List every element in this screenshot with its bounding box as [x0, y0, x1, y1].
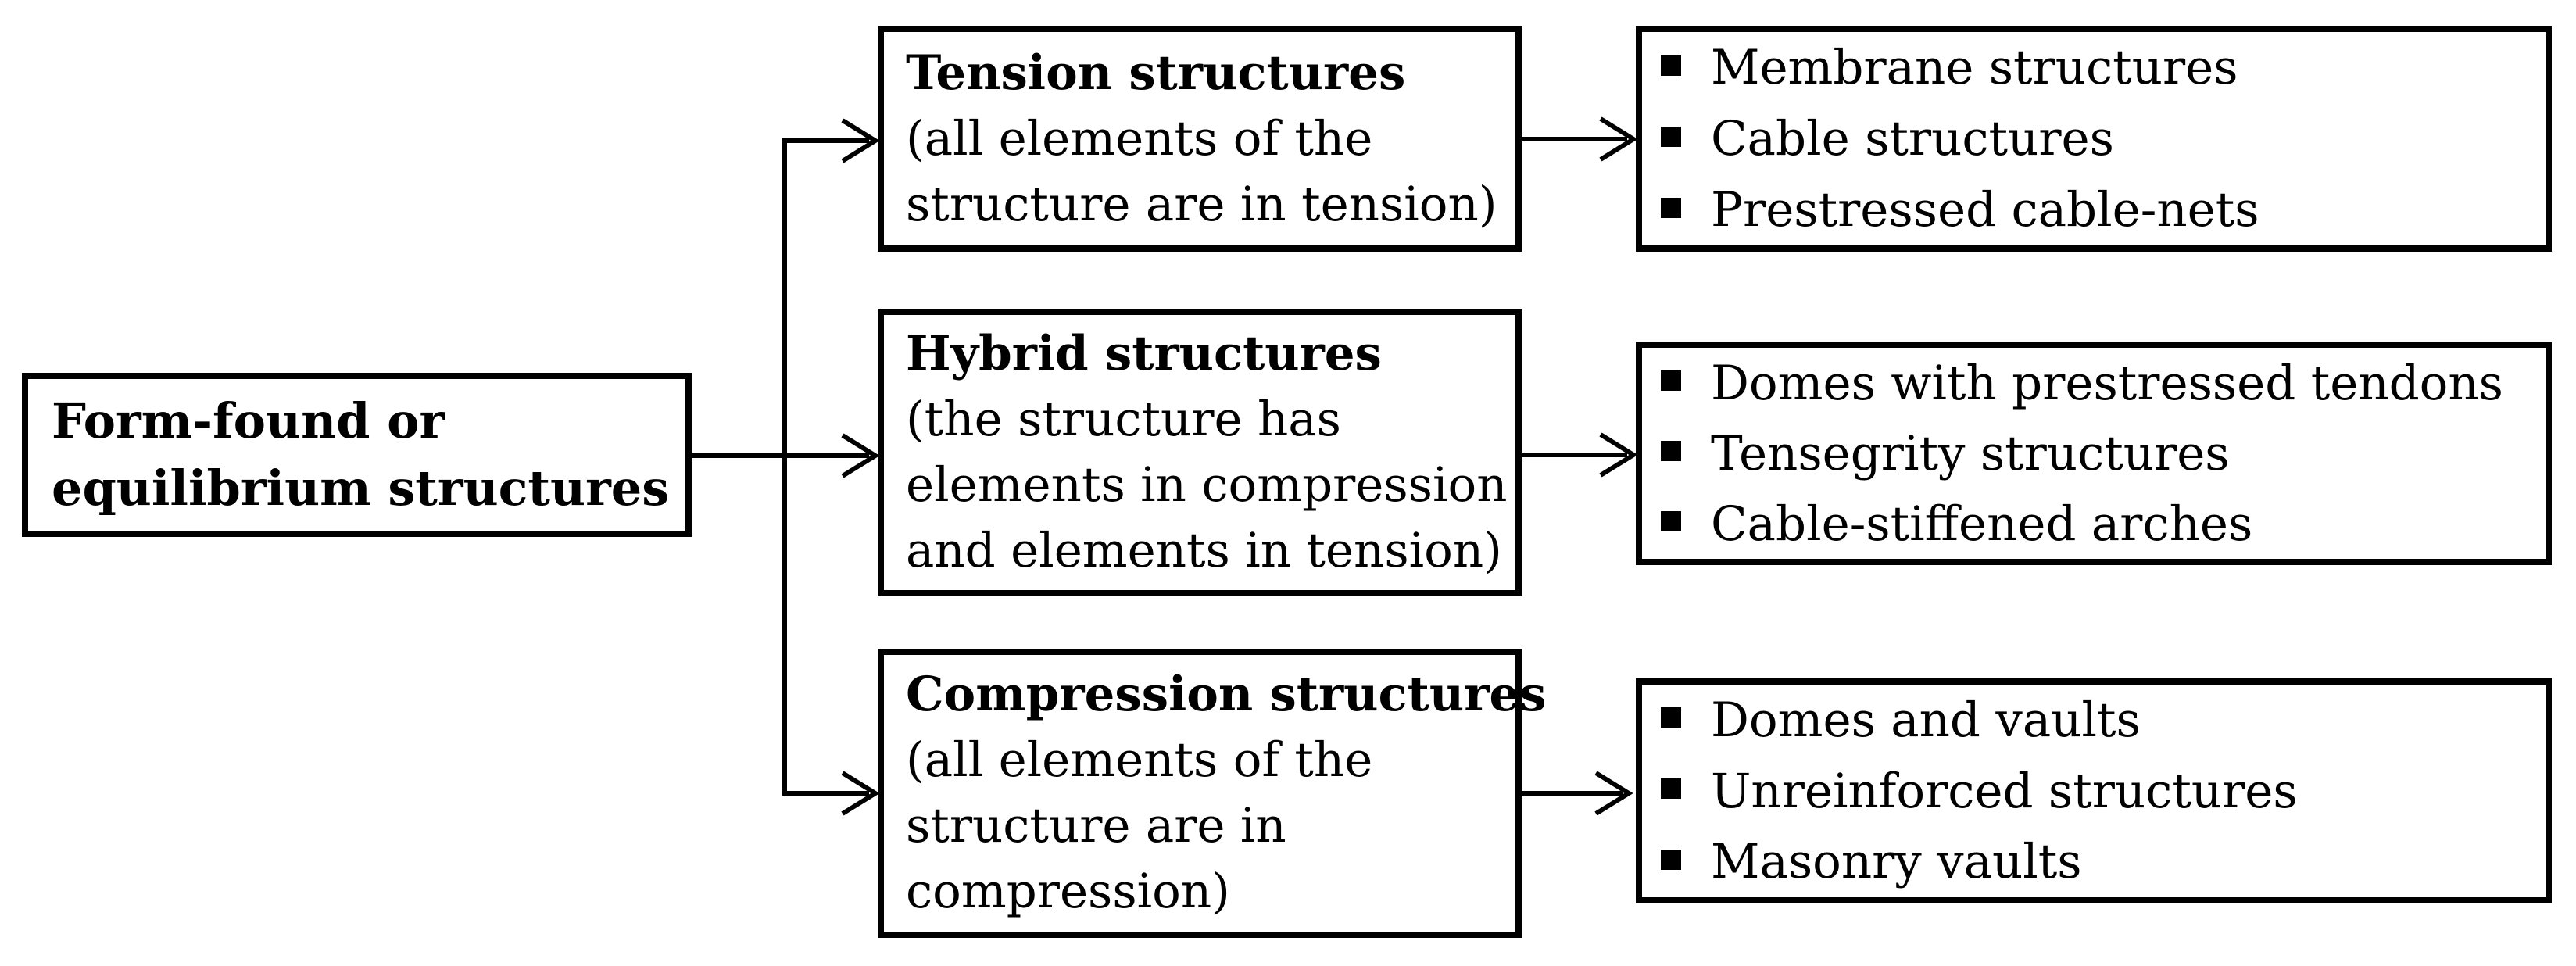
category-title-compression: Compression structures	[906, 667, 1547, 722]
example-label: Tensegrity structures	[1711, 425, 2230, 481]
square-bullet-icon	[1661, 197, 1681, 218]
example-label: Domes with prestressed tendons	[1711, 355, 2503, 411]
list-item: Unreinforced structures	[1661, 756, 2546, 827]
square-bullet-icon	[1661, 126, 1681, 147]
square-bullet-icon	[1661, 55, 1681, 76]
square-bullet-icon	[1661, 370, 1681, 391]
example-label: Cable-stiffened arches	[1711, 496, 2253, 552]
root-box: Form-found or equilibrium structures	[22, 373, 692, 537]
list-item: Cable-stiffened arches	[1661, 488, 2546, 559]
example-label: Unreinforced structures	[1711, 763, 2298, 819]
example-label: Domes and vaults	[1711, 692, 2141, 748]
arrowhead-tension-examples-icon	[1599, 116, 1638, 162]
square-bullet-icon	[1661, 511, 1681, 531]
arrowhead-hybrid-icon	[841, 433, 880, 478]
root-box-title: Form-found or equilibrium structures	[52, 392, 670, 517]
square-bullet-icon	[1661, 441, 1681, 461]
list-item: Tensegrity structures	[1661, 418, 2546, 488]
arrowhead-compression-examples-icon	[1594, 771, 1633, 816]
arrowhead-compression-icon	[841, 771, 880, 816]
square-bullet-icon	[1661, 849, 1681, 870]
arrowhead-hybrid-examples-icon	[1599, 432, 1638, 478]
square-bullet-icon	[1661, 778, 1681, 799]
category-box-hybrid: Hybrid structures (the structure has ele…	[878, 309, 1522, 596]
example-label: Cable structures	[1711, 111, 2114, 166]
examples-box-hybrid: Domes with prestressed tendons Tensegrit…	[1636, 342, 2552, 565]
category-box-tension: Tension structures (all elements of the …	[878, 26, 1522, 252]
list-item: Prestressed cable-nets	[1661, 174, 2546, 245]
example-label: Prestressed cable-nets	[1711, 182, 2259, 238]
category-box-compression: Compression structures (all elements of …	[878, 649, 1547, 938]
example-label: Membrane structures	[1711, 40, 2238, 95]
category-title-hybrid: Hybrid structures	[906, 326, 1382, 381]
examples-box-compression: Domes and vaults Unreinforced structures…	[1636, 678, 2552, 903]
list-item: Domes and vaults	[1661, 685, 2546, 756]
category-subtitle-compression: (all elements of the structure are in co…	[906, 732, 1373, 919]
list-item: Membrane structures	[1661, 32, 2546, 103]
arrowhead-tension-icon	[841, 118, 880, 163]
category-subtitle-hybrid: (the structure has elements in compressi…	[906, 392, 1508, 578]
example-label: Masonry vaults	[1711, 834, 2082, 890]
list-item: Cable structures	[1661, 103, 2546, 174]
category-subtitle-tension: (all elements of the structure are in te…	[906, 110, 1497, 232]
connector-trunk-branches	[782, 138, 869, 796]
category-title-tension: Tension structures	[906, 45, 1406, 101]
square-bullet-icon	[1661, 707, 1681, 728]
list-item: Domes with prestressed tendons	[1661, 348, 2546, 418]
list-item: Masonry vaults	[1661, 826, 2546, 897]
examples-box-tension: Membrane structures Cable structures Pre…	[1636, 26, 2552, 252]
